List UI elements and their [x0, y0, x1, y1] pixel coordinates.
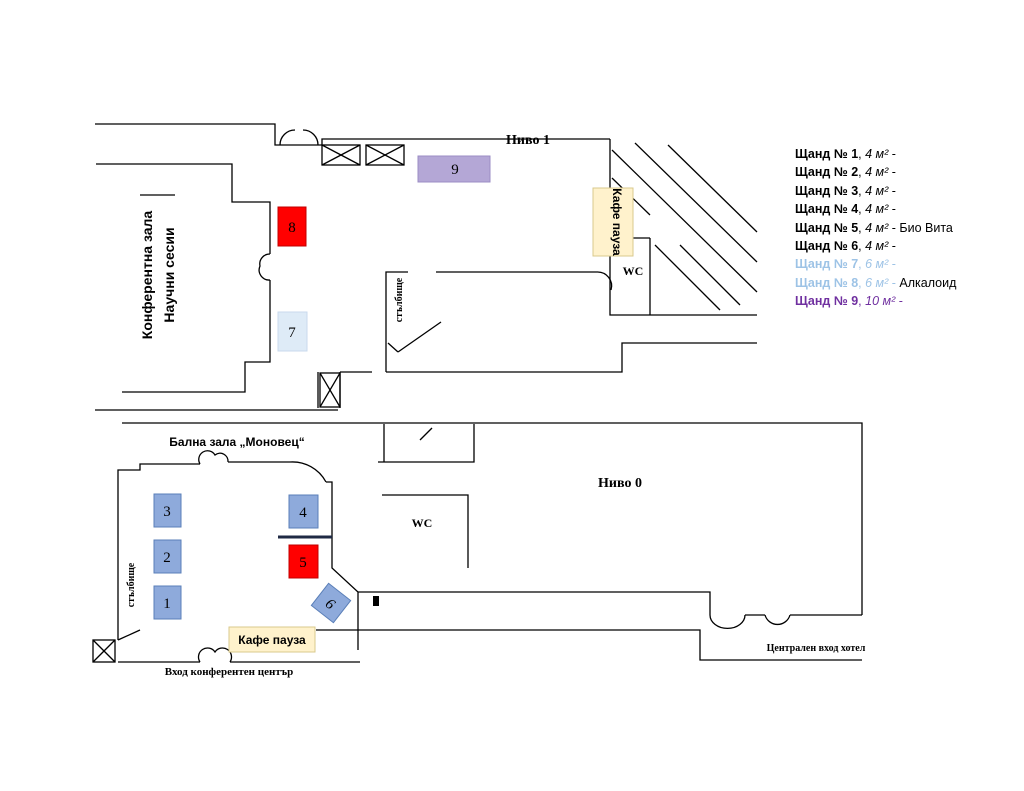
- stand-2: 2: [153, 539, 182, 574]
- legend-row-6: Щанд № 6, 4 м² -: [795, 239, 896, 254]
- legend-stand-name: Щанд № 1: [795, 147, 859, 161]
- stand-9-label: 9: [451, 162, 459, 178]
- legend-stand-area: 4 м²: [865, 239, 889, 254]
- column-label-upper: стълбище: [394, 277, 405, 322]
- stand-8-label: 8: [288, 220, 296, 236]
- coffee-break-lower-box: [228, 626, 316, 653]
- stand-8: 8: [277, 206, 307, 247]
- legend-stand-area: 4 м²: [865, 165, 889, 180]
- legend-row-5: Щанд № 5, 4 м² - Био Вита: [795, 220, 953, 235]
- legend-stand-suffix: -: [888, 147, 896, 161]
- legend-stand-suffix: -: [888, 165, 896, 180]
- legend-row-4: Щанд № 4, 4 м² -: [795, 202, 896, 217]
- legend-stand-name: Щанд № 8: [795, 275, 859, 290]
- coffee-break-upper-box: [592, 187, 634, 257]
- legend-stand-area: 4 м²: [865, 202, 889, 217]
- stand-1-label: 1: [163, 596, 171, 612]
- stand-4-label: 4: [299, 505, 307, 521]
- pillar: [373, 596, 379, 606]
- column-label-lower: стълбище: [126, 562, 137, 607]
- legend-stand-name: Щанд № 7: [795, 257, 859, 272]
- stand-7-box: [277, 311, 308, 352]
- legend-row-7: Щанд № 7, 6 м² -: [795, 257, 896, 272]
- legend-stand-area: 6 м²: [865, 257, 889, 272]
- level0-label: Ниво 0: [598, 476, 642, 491]
- legend-row-8: Щанд № 8, 6 м² - Алкалоид: [795, 275, 957, 290]
- wc-label-upper: WC: [623, 264, 644, 278]
- stand-5-label: 5: [299, 555, 307, 571]
- stand-7: 7: [277, 311, 308, 352]
- coffee-break-lower-label: Кафе пауза: [238, 633, 306, 647]
- legend-stand-name: Щанд № 2: [795, 165, 859, 180]
- stand-8-box: [277, 206, 307, 247]
- coffee-break-upper: Кафе пауза: [592, 187, 634, 257]
- stand-3-label: 3: [163, 504, 171, 520]
- stand-3: 3: [153, 493, 182, 528]
- entrance-hotel-label: Централен вход хотел: [767, 643, 866, 654]
- legend-company: Алкалоид: [895, 275, 957, 290]
- legend-stand-suffix: -: [888, 183, 896, 198]
- stand-4-box: [288, 494, 319, 529]
- legend-row-2: Щанд № 2, 4 м² -: [795, 165, 896, 180]
- level1-label: Ниво 1: [506, 133, 550, 148]
- door-arcs-level0: [197, 427, 791, 663]
- legend-stand-area: 4 м²: [865, 147, 889, 161]
- conference-hall-label-2: Научни сесии: [161, 227, 177, 322]
- stand-6-box: [310, 582, 352, 624]
- stand-1: 1: [153, 585, 182, 620]
- legend-stand-name: Щанд № 3: [795, 183, 859, 198]
- level0-walls: [117, 422, 863, 663]
- stand-5: 5: [288, 544, 319, 579]
- stand-1-box: [153, 585, 182, 620]
- legend-stand-suffix: -: [895, 294, 903, 309]
- door-arcs-level1: [258, 129, 613, 291]
- legend-stand-suffix: -: [888, 239, 896, 254]
- stand-5-box: [288, 544, 319, 579]
- wc-label-lower: WC: [412, 516, 433, 530]
- legend-company: Био Вита: [895, 220, 953, 235]
- legend-row-3: Щанд № 3, 4 м² -: [795, 183, 896, 198]
- legend-stand-name: Щанд № 9: [795, 294, 859, 309]
- legend-stand-suffix: -: [888, 257, 896, 272]
- stand-9-box: [417, 155, 491, 183]
- stand-2-label: 2: [163, 550, 171, 566]
- stand-6: 6: [310, 582, 352, 624]
- legend-stand-suffix: -: [888, 275, 896, 290]
- stand-2-box: [153, 539, 182, 574]
- entrance-conference-label: Вход конферентен център: [165, 666, 294, 678]
- stand-3-box: [153, 493, 182, 528]
- legend-stand-area: 10 м²: [865, 294, 896, 309]
- legend-stand-name: Щанд № 4: [795, 202, 859, 217]
- ballroom-label: Балнa зала „Моновец“: [169, 435, 304, 449]
- legend-stand-name: Щанд № 6: [795, 239, 859, 254]
- legend-stand-area: 4 м²: [865, 220, 889, 235]
- legend-stand-suffix: -: [888, 220, 896, 235]
- stand-9: 9: [417, 155, 491, 183]
- crossed-boxes: [92, 144, 405, 663]
- legend-stand-suffix: -: [888, 202, 896, 217]
- coffee-break-lower: Кафе пауза: [228, 626, 316, 653]
- coffee-break-upper-label: Кафе пауза: [610, 188, 624, 256]
- legend-row-9: Щанд № 9, 10 м² -: [795, 294, 903, 309]
- legend-stand-area: 4 м²: [865, 183, 889, 198]
- stand-4: 4: [288, 494, 319, 529]
- stand-7-label: 7: [288, 325, 296, 341]
- stand-legend: Щанд № 1, 4 м² - Щанд № 2, 4 м² - Щанд № 3…: [795, 145, 1015, 311]
- legend-row-1: Щанд № 1, 4 м² -: [795, 147, 896, 161]
- legend-stand-area: 6 м²: [865, 275, 889, 290]
- conference-hall-label-1: Конферентна зала: [139, 211, 155, 340]
- hatched-area: [611, 142, 758, 311]
- legend-stand-name: Щанд № 5: [795, 220, 859, 235]
